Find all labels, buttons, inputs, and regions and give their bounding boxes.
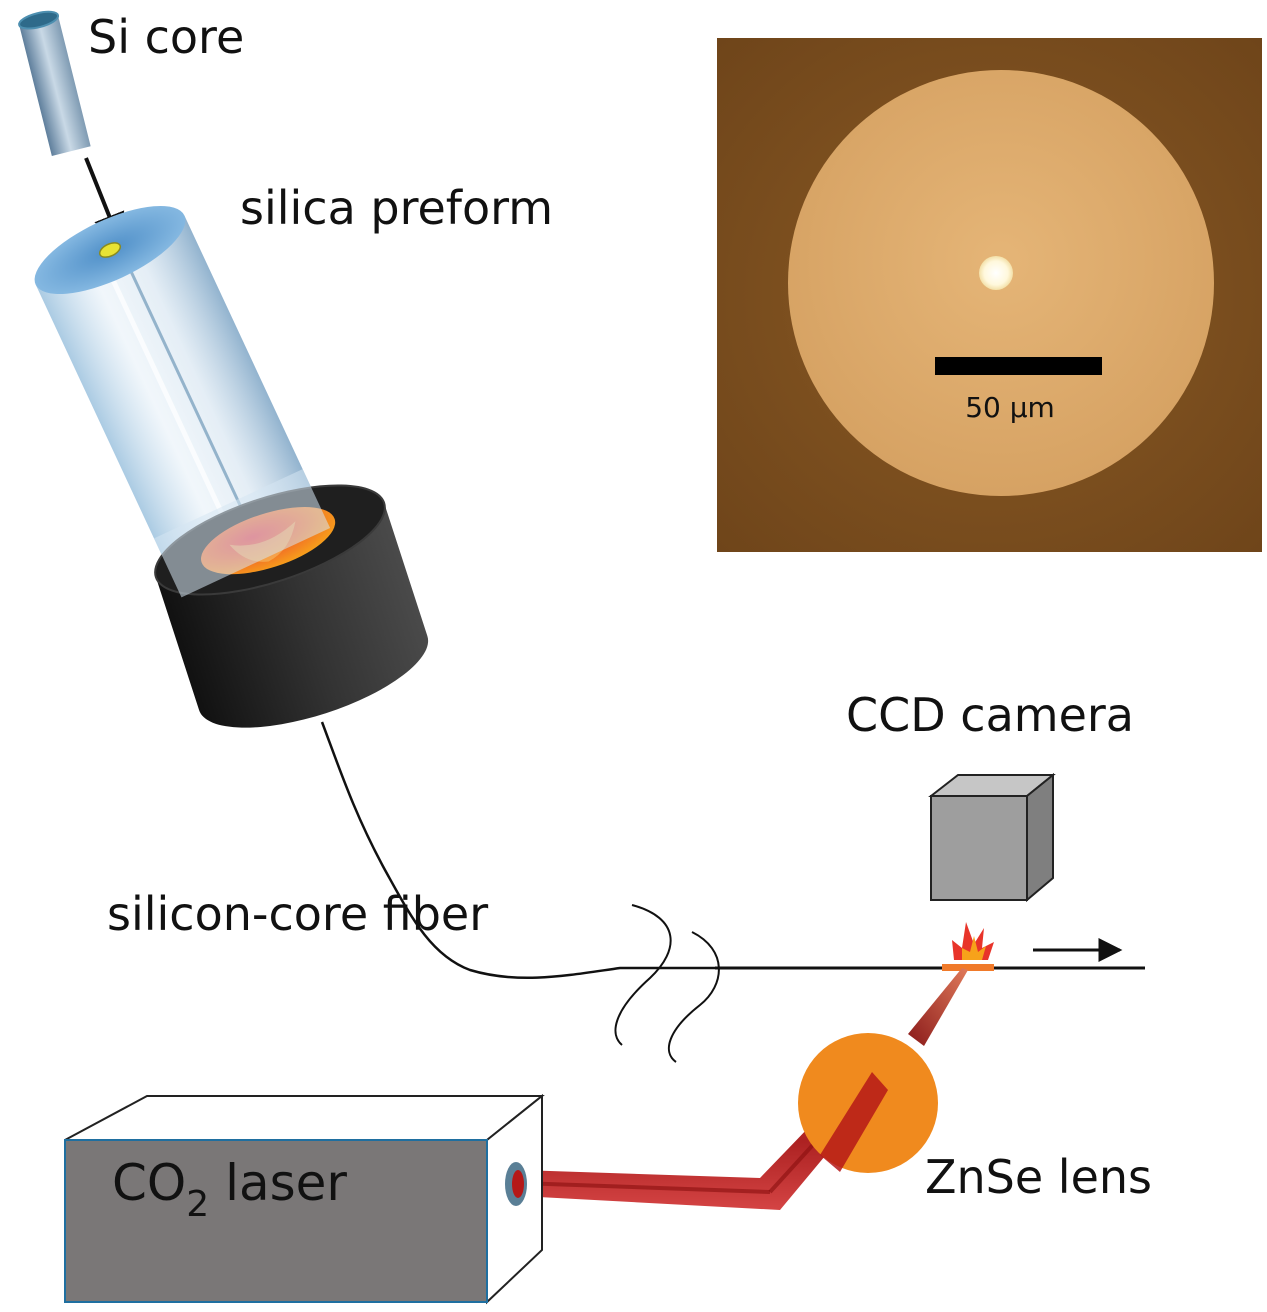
laser-body-front: [64, 1139, 488, 1303]
silicon-core-fiber-line: [320, 721, 715, 980]
label-co2-laser: CO2 laser: [112, 1154, 347, 1225]
label-silicon-core-fiber: silicon-core fiber: [107, 887, 488, 941]
label-znse-lens: ZnSe lens: [925, 1150, 1152, 1204]
si-core-in-preform: [98, 242, 122, 258]
label-ccd-camera: CCD camera: [846, 688, 1134, 742]
break-mark-left: [614, 904, 672, 1046]
scale-bar-label: 50 µm: [965, 391, 1055, 424]
silicon-core-cross-section: [979, 256, 1013, 290]
si-core-rod: [18, 10, 91, 156]
co2-laser: [64, 1093, 545, 1305]
ccd-camera: [928, 772, 1056, 903]
ccd-camera-front: [930, 795, 1028, 901]
scale-bar: [935, 357, 1102, 375]
focused-beam: [908, 968, 968, 1046]
micrograph-inset: 50 µm: [717, 38, 1262, 552]
break-mark-right: [667, 931, 720, 1063]
si-core-rod-top: [18, 10, 60, 30]
label-silica-preform: silica preform: [240, 181, 553, 235]
spark-icon: [942, 922, 994, 971]
label-si-core: Si core: [88, 10, 244, 64]
